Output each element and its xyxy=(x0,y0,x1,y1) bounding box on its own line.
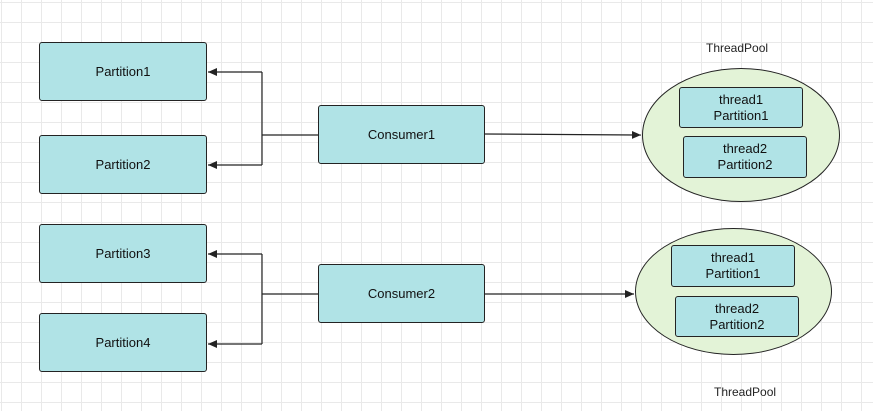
threadpool2-label: ThreadPool xyxy=(714,385,777,399)
partition4-box[interactable]: Partition4 xyxy=(39,313,207,372)
consumer1-box[interactable]: Consumer1 xyxy=(318,105,485,164)
partition1-box[interactable]: Partition1 xyxy=(39,42,207,101)
pool2-thread1-box[interactable]: thread1 Partition1 xyxy=(671,245,795,287)
pool2-thread2-name: thread2 xyxy=(714,300,760,316)
pool2-thread2-box[interactable]: thread2 Partition2 xyxy=(675,296,799,337)
pool1-thread2-box[interactable]: thread2 Partition2 xyxy=(683,136,807,178)
pool1-thread1-partition: Partition1 xyxy=(713,107,769,123)
pool2-thread1-name: thread1 xyxy=(710,250,756,265)
connector-consumer2-partitions xyxy=(261,254,318,344)
pool1-thread2-name: thread2 xyxy=(722,141,768,156)
pool1-thread1-box[interactable]: thread1 Partition1 xyxy=(679,87,803,128)
arrow-consumer1-to-pool1 xyxy=(483,130,642,139)
pool1-thread1-name: thread1 xyxy=(718,91,764,107)
pool2-thread2-partition: Partition2 xyxy=(709,316,765,332)
partition3-box[interactable]: Partition3 xyxy=(39,224,207,283)
consumer2-box[interactable]: Consumer2 xyxy=(318,264,485,323)
pool2-thread1-partition: Partition1 xyxy=(705,266,761,281)
partition2-box[interactable]: Partition2 xyxy=(39,135,207,194)
threadpool1-label: ThreadPool xyxy=(706,41,769,55)
connector-consumer1-partitions xyxy=(261,72,318,165)
pool1-thread2-partition: Partition2 xyxy=(717,157,773,172)
